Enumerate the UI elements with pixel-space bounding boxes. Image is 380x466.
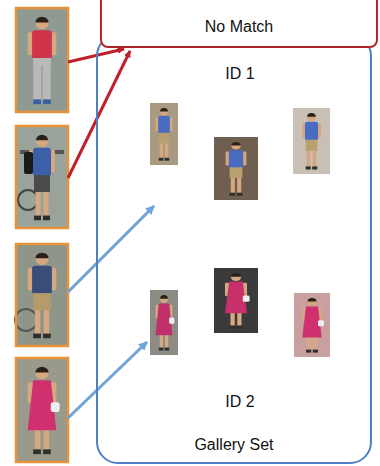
query-photo-part <box>28 253 57 339</box>
query-photo-part <box>29 135 55 221</box>
gallery-photo-part <box>156 108 173 161</box>
no-match-box: No Match <box>100 0 378 48</box>
gallery-photo-part <box>294 293 330 357</box>
gallery-photo-part <box>302 113 321 169</box>
ellipse-fill <box>114 240 366 416</box>
ellipse-fill <box>114 46 366 218</box>
node-label: ID 2 <box>114 392 366 411</box>
gallery-photo-part <box>156 295 175 351</box>
identity-ellipse: ID 1 <box>114 46 366 218</box>
query-photo-part <box>28 367 60 454</box>
match-arrow <box>68 342 147 418</box>
gallery-photo <box>214 137 258 200</box>
gallery-photo-part <box>225 273 250 329</box>
query-photo-part <box>16 8 68 112</box>
match-arrow <box>68 206 154 292</box>
query-photo-part <box>16 244 68 346</box>
query-photo-part <box>16 358 68 462</box>
gallery-photo <box>150 290 178 355</box>
gallery-photo <box>150 103 178 165</box>
query-photo-part <box>16 126 68 228</box>
gallery-photo <box>294 293 330 357</box>
query-photo-part <box>16 126 68 228</box>
gallery-photo <box>293 108 330 174</box>
gallery-photo <box>214 268 258 333</box>
query-photo-part <box>15 309 37 331</box>
gallery-photo-part <box>293 108 330 174</box>
identity-ellipse: ID 2 <box>114 240 366 416</box>
query-photo <box>16 358 68 462</box>
query-photo <box>16 8 68 112</box>
gallery-set-box: Gallery Set ID 1 ID 2 <box>96 34 372 464</box>
query-photo <box>16 126 68 228</box>
gallery-photo-part <box>302 298 324 353</box>
node-label: ID 1 <box>114 64 366 83</box>
query-photo-part <box>28 17 57 104</box>
gallery-photo-part <box>150 103 178 165</box>
gallery-photo-part <box>214 268 258 333</box>
query-photo-part <box>18 190 38 210</box>
gallery-photo-part <box>150 290 178 355</box>
gallery-photo-part <box>226 142 247 196</box>
query-photo-part <box>16 8 68 112</box>
node-label: Gallery Set <box>98 435 370 454</box>
ellipse-shape <box>114 240 366 416</box>
gallery-photo-part <box>214 137 258 200</box>
query-photo-part <box>16 244 68 346</box>
node-label: No Match <box>102 17 376 36</box>
query-photo-part <box>16 358 68 462</box>
no-match-arrow <box>68 51 130 178</box>
query-photo <box>15 244 68 346</box>
query-photo-part <box>24 152 33 174</box>
